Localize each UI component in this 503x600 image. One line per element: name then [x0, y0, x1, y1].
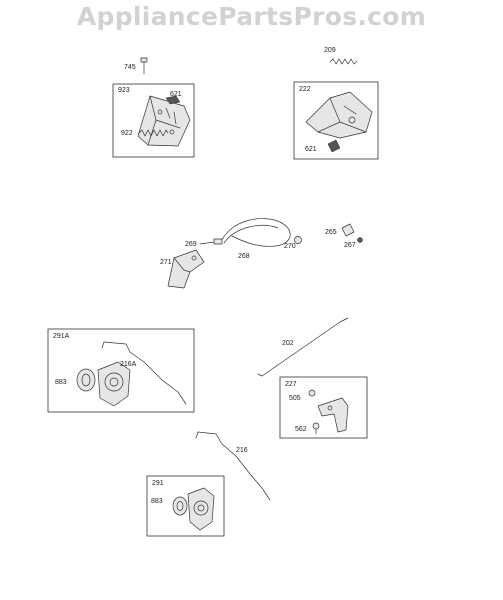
part-227-lever-bracket[interactable]: [317, 397, 349, 433]
part-269-cable-end[interactable]: [199, 238, 223, 245]
label-216: 216: [236, 447, 248, 454]
label-227: 227: [285, 381, 297, 388]
part-562-screw[interactable]: [312, 422, 320, 435]
part-621-clip-a[interactable]: [165, 95, 181, 105]
part-222-bracket[interactable]: [305, 91, 373, 139]
label-271: 271: [160, 259, 172, 266]
label-209: 209: [324, 47, 336, 54]
label-222: 222: [299, 86, 311, 93]
part-202-link-rod[interactable]: [257, 317, 349, 377]
box-291: [146, 475, 225, 537]
label-621-b: 621: [305, 146, 317, 153]
label-922: 922: [121, 130, 133, 137]
label-216A: 216A: [120, 361, 137, 368]
label-291: 291: [152, 480, 164, 487]
part-267-screw[interactable]: [357, 237, 363, 243]
label-562: 562: [295, 426, 307, 433]
part-270-nut[interactable]: [294, 236, 302, 244]
box-923: [112, 83, 195, 158]
label-883-b: 883: [151, 498, 163, 505]
part-291A-governor-housing[interactable]: [97, 361, 131, 407]
part-883-gasket-a[interactable]: [76, 368, 96, 392]
part-621-clip-b[interactable]: [327, 139, 341, 153]
label-269: 269: [185, 241, 197, 248]
box-291A: [47, 328, 195, 413]
label-270: 270: [284, 243, 296, 250]
part-291-governor-housing[interactable]: [187, 487, 215, 531]
label-291A: 291A: [53, 333, 70, 340]
part-209-spring[interactable]: [329, 58, 358, 65]
part-216A-governor-link[interactable]: [101, 341, 187, 405]
part-216-governor-link[interactable]: [195, 431, 271, 501]
box-222: [293, 81, 379, 160]
label-923: 923: [118, 87, 130, 94]
label-505: 505: [289, 395, 301, 402]
part-505-nut[interactable]: [308, 389, 316, 397]
part-922-spring[interactable]: [138, 129, 169, 137]
label-745: 745: [124, 64, 136, 71]
label-621-a: 621: [170, 91, 182, 98]
box-227: [279, 376, 368, 439]
label-202: 202: [282, 340, 294, 347]
part-271-lever[interactable]: [167, 249, 205, 289]
part-923-bracket[interactable]: [137, 95, 191, 147]
part-268-control-cable[interactable]: [221, 218, 291, 247]
watermark: AppliancePartsPros.com: [76, 2, 427, 31]
label-265: 265: [325, 229, 337, 236]
part-883-gasket-b[interactable]: [172, 496, 188, 516]
label-267: 267: [344, 242, 356, 249]
label-268: 268: [238, 253, 250, 260]
label-883-a: 883: [55, 379, 67, 386]
part-265-clip[interactable]: [341, 223, 355, 237]
part-745-bolt[interactable]: [140, 57, 148, 75]
